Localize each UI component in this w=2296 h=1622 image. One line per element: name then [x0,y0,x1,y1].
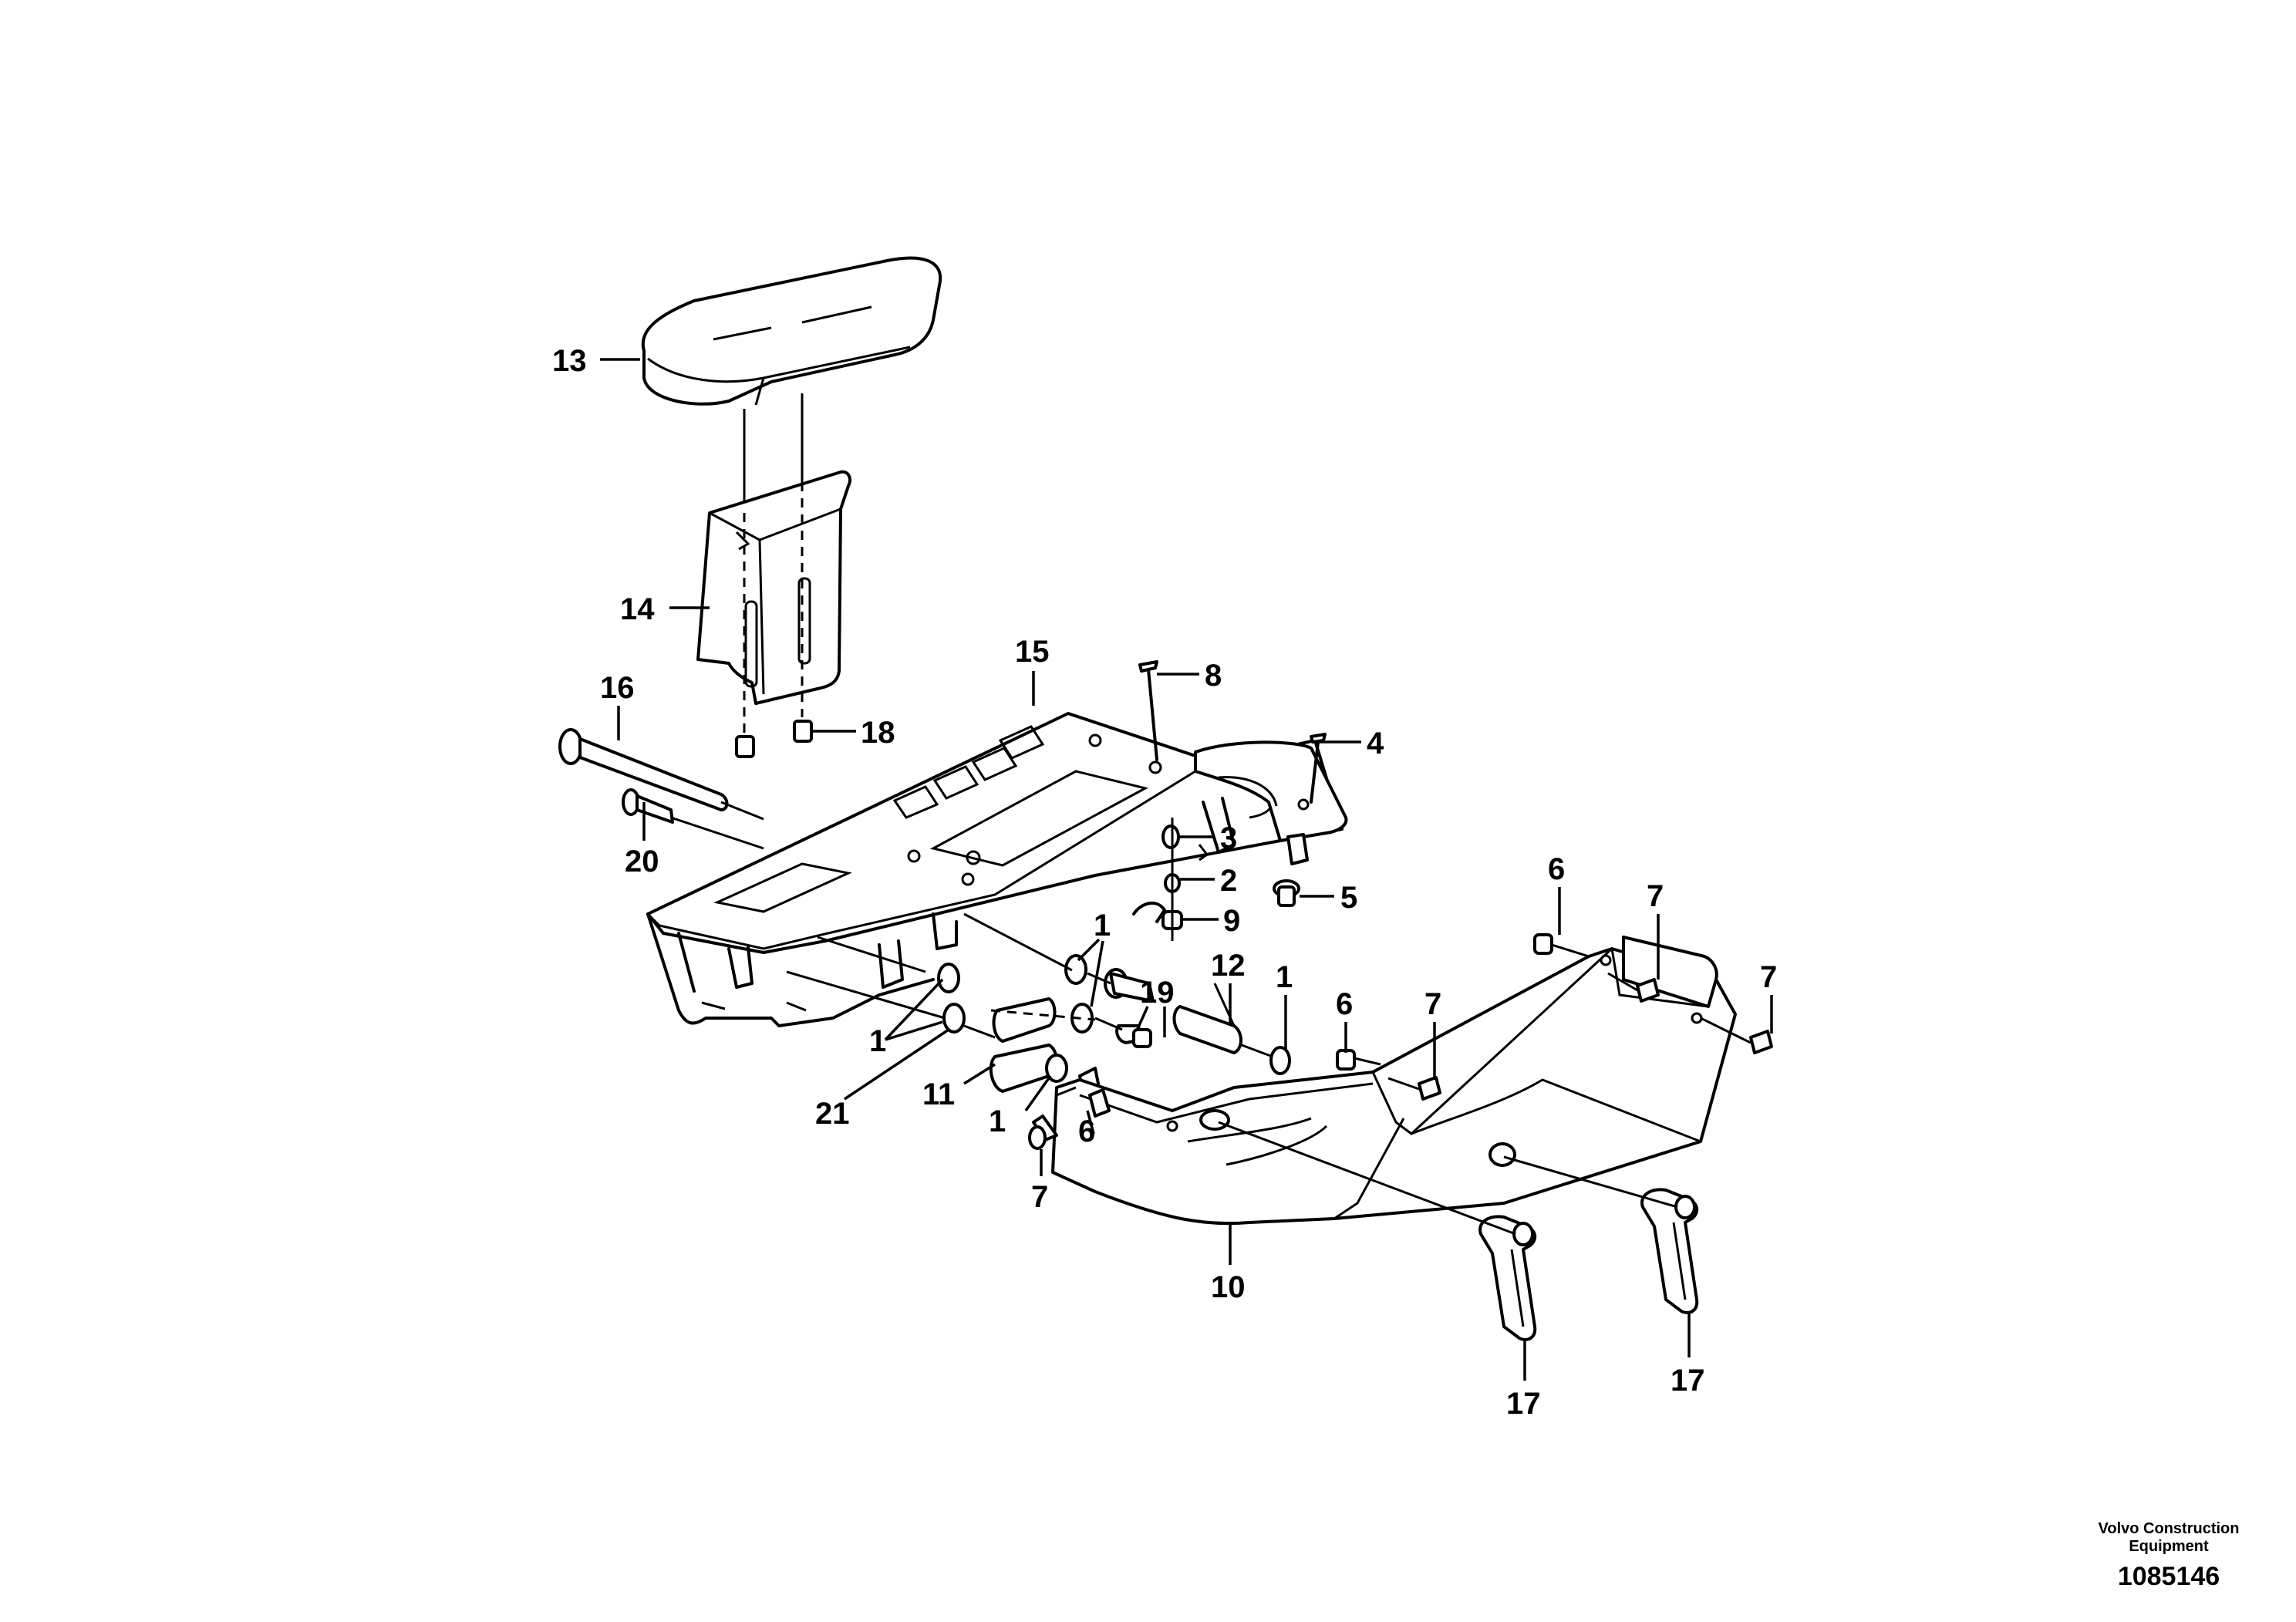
spacer-group [786,912,1291,1097]
callout-1-upper: 1 [1094,909,1111,943]
callout-8: 8 [1205,659,1222,693]
callout-4: 4 [1367,727,1384,760]
callout-20: 20 [625,845,659,878]
company-name-line1: Volvo Construction [2099,1520,2240,1537]
callout-6-upper: 6 [1548,852,1565,886]
callout-14: 14 [620,592,655,626]
console-wing [1194,740,1348,865]
lower-bracket [1051,936,1737,1226]
callout-12: 12 [1211,949,1246,983]
callout-1-mid: 1 [1276,960,1293,994]
leader-lines [600,358,1773,1381]
callout-21: 21 [815,1097,850,1131]
callout-9: 9 [1223,904,1240,938]
armrest-pad [641,256,942,406]
fastener-set [1028,933,1773,1150]
callout-17-left: 17 [1506,1387,1541,1421]
drawing-number: 1085146 [2118,1562,2220,1591]
callout-7-upper: 7 [1647,879,1664,913]
screw-short [1310,733,1327,804]
callout-6-mid: 6 [1336,987,1353,1021]
callout-7-lower: 7 [1031,1180,1048,1214]
footer-block: Volvo Construction Equipment 1085146 [2099,1520,2240,1591]
callout-11: 11 [922,1077,955,1111]
callout-5: 5 [1340,881,1357,915]
washer-stack [1132,818,1209,941]
callout-13: 13 [552,344,587,378]
callout-1-lower: 1 [989,1104,1006,1138]
callout-labels: 13 14 15 16 18 20 8 4 3 2 5 9 6 7 7 1 19… [552,344,1777,1421]
screw-long [1138,660,1158,761]
callout-17-right: 17 [1671,1364,1705,1398]
company-name-line2: Equipment [2129,1538,2209,1555]
callout-6-lower: 6 [1078,1114,1095,1148]
pin-short [622,788,764,850]
bolt-pair [735,720,813,758]
armrest-bracket [696,470,851,740]
callout-1-left: 1 [869,1024,886,1058]
callout-15: 15 [1015,635,1050,669]
callout-18: 18 [861,716,895,750]
callout-16: 16 [600,671,635,705]
callout-19: 19 [1140,976,1175,1010]
callout-10: 10 [1211,1270,1246,1304]
callout-2: 2 [1220,864,1237,898]
lever-right [1503,1155,1699,1314]
connector [1273,879,1300,907]
callout-7-mid: 7 [1424,987,1441,1021]
callout-3: 3 [1220,821,1237,855]
callout-7-right: 7 [1760,960,1777,994]
